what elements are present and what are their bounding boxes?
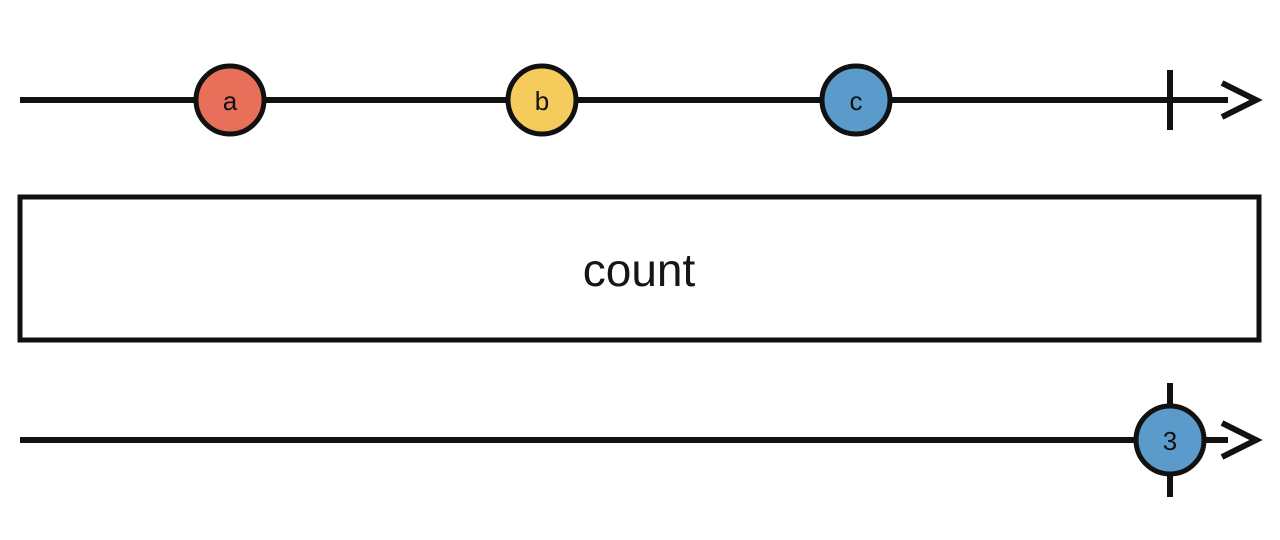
source-marble-b[interactable]: b	[505, 63, 579, 137]
marble-circle-c[interactable]	[819, 63, 893, 137]
marble-circle-3[interactable]	[1133, 403, 1207, 477]
source-marble-a[interactable]: a	[193, 63, 267, 137]
marble-label-a: a	[223, 86, 238, 116]
source-marble-c[interactable]: c	[819, 63, 893, 137]
operator-label: count	[583, 244, 696, 296]
marble-circle-b[interactable]	[505, 63, 579, 137]
marble-label-b: b	[535, 86, 549, 116]
operator-box[interactable]	[17, 194, 1262, 343]
operator-box-group[interactable]: count	[17, 194, 1262, 343]
output-timeline: 3	[20, 383, 1263, 497]
marble-label-c: c	[850, 86, 863, 116]
output-marble-3[interactable]: 3	[1133, 403, 1207, 477]
output-timeline-arrow-icon	[1220, 420, 1263, 460]
marble-label-3: 3	[1163, 426, 1177, 456]
marble-circle-a[interactable]	[193, 63, 267, 137]
source-timeline: a b c	[20, 63, 1263, 137]
source-timeline-arrow-icon	[1220, 80, 1263, 120]
